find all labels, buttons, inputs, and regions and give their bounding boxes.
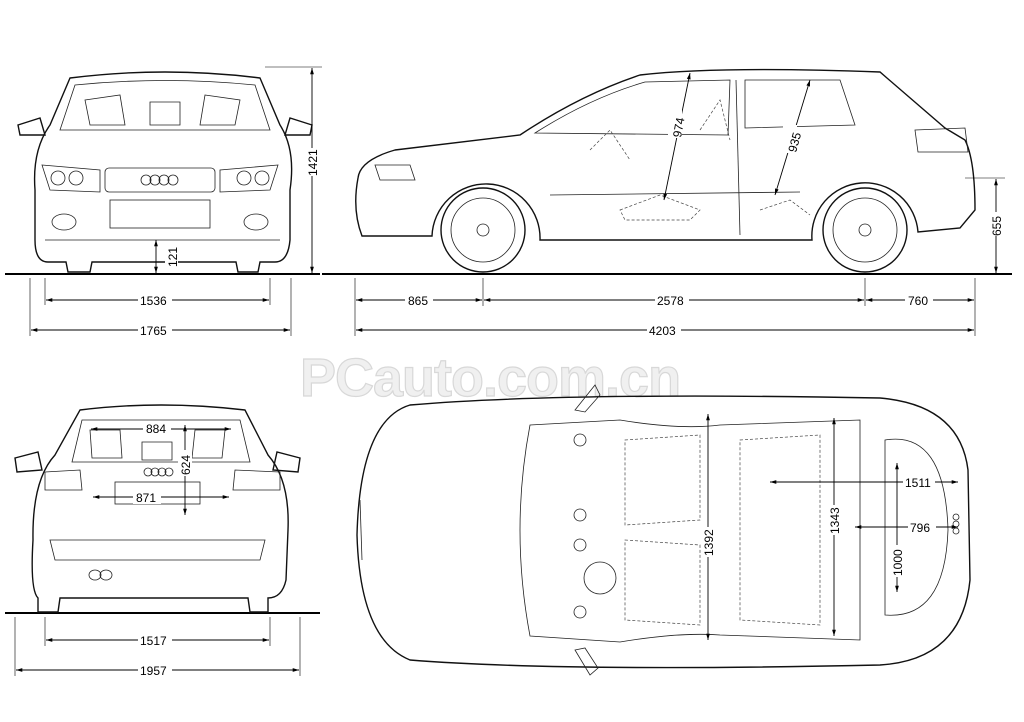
dim-front-overhang: 865 bbox=[408, 294, 428, 308]
dim-height: 1421 bbox=[306, 149, 320, 176]
dim-front-track: 1536 bbox=[140, 294, 167, 308]
rear-view-car bbox=[14, 404, 301, 613]
dim-rear-headroom: 935 bbox=[785, 130, 804, 153]
dim-tailgate-width: 871 bbox=[136, 491, 156, 505]
dim-front-elbow-width: 1392 bbox=[702, 529, 716, 556]
top-view-dimensions: 1392 1343 1511 796 1000 bbox=[701, 414, 958, 640]
dim-boot-length-rear-seat: 796 bbox=[910, 521, 930, 535]
dim-boot-sill-height: 655 bbox=[990, 216, 1004, 236]
side-view-dimensions: 974 935 655 865 2578 760 4203 bbox=[354, 72, 1005, 338]
dim-tailgate-height: 624 bbox=[179, 455, 193, 475]
dim-wheelbase: 2578 bbox=[657, 294, 684, 308]
dim-rear-window-width: 884 bbox=[146, 422, 166, 436]
dim-width-mirrors: 1957 bbox=[140, 664, 167, 678]
dim-front-headroom: 974 bbox=[670, 116, 687, 138]
dim-rear-track: 1517 bbox=[140, 634, 167, 648]
side-view-car bbox=[355, 68, 976, 273]
dim-rear-elbow-width: 1343 bbox=[828, 507, 842, 534]
dim-length: 4203 bbox=[649, 324, 676, 338]
front-view-car bbox=[17, 71, 313, 273]
top-view-car bbox=[356, 384, 971, 676]
dim-width: 1765 bbox=[140, 324, 167, 338]
dim-ground-clearance: 121 bbox=[166, 247, 180, 267]
front-view-dimensions: 1421 121 1536 1765 bbox=[29, 66, 322, 338]
rear-view-dimensions: 884 624 871 1517 1957 bbox=[14, 421, 301, 678]
watermark: PCauto.com.cn bbox=[300, 348, 680, 408]
dim-boot-length: 1511 bbox=[905, 476, 931, 490]
dim-boot-width: 1000 bbox=[891, 549, 905, 576]
dim-rear-overhang: 760 bbox=[908, 294, 928, 308]
